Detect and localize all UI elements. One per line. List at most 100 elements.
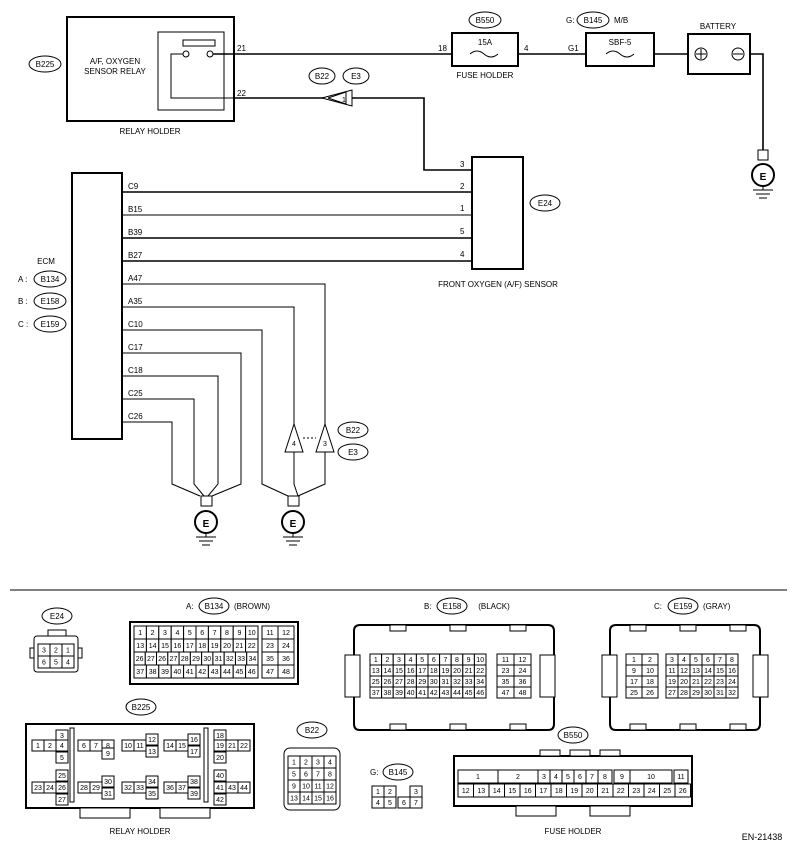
b225-pin-cell: [187, 733, 201, 746]
svg-text:18: 18: [438, 44, 447, 53]
b134-pin: 23: [266, 643, 274, 650]
b134-pin: 18: [198, 643, 206, 650]
e159-pin: 4: [682, 657, 686, 664]
b550-pin: 13: [477, 788, 485, 795]
e158-pin: 39: [395, 690, 403, 697]
b145-pin: 2: [388, 789, 392, 796]
svg-text:FUSE HOLDER: FUSE HOLDER: [457, 71, 514, 80]
b225-pin-cell: [145, 787, 159, 800]
svg-text:B550: B550: [564, 731, 583, 740]
e159-pin: 23: [716, 679, 724, 686]
svg-text:3: 3: [460, 160, 465, 169]
b550-pin: 14: [493, 788, 501, 795]
svg-text:5: 5: [460, 227, 465, 236]
b550-pin-cell: [629, 769, 673, 784]
e158-pin: 21: [465, 668, 473, 675]
svg-text:21: 21: [237, 44, 246, 53]
b134-pin: 11: [266, 630, 273, 637]
e24-pin: 6: [42, 660, 46, 667]
b225-pin: 20: [216, 755, 224, 762]
svg-text:RELAY HOLDER: RELAY HOLDER: [109, 827, 170, 836]
svg-text:BATTERY: BATTERY: [700, 22, 737, 31]
relay-contact-left: [182, 50, 190, 58]
e24-pin-cell: [61, 655, 75, 669]
e158-pin: 46: [476, 690, 484, 697]
b134-pin: 16: [174, 643, 182, 650]
relay-name-line1: A/F, OXYGEN: [90, 57, 140, 66]
svg-text:B134: B134: [205, 602, 224, 611]
b145-pin-cell: [383, 796, 397, 809]
b225-pin-cell: [145, 775, 159, 788]
e159-pin: 32: [728, 690, 736, 697]
b22-pin: 5: [292, 772, 296, 779]
e159-pin: 21: [692, 679, 700, 686]
e158-pin: 41: [418, 690, 426, 697]
e159-pin: 9: [632, 668, 636, 675]
b225-pin-cell: [145, 745, 159, 758]
svg-text:FUSE HOLDER: FUSE HOLDER: [545, 827, 602, 836]
svg-text:15A: 15A: [478, 38, 493, 47]
b550-pin: 11: [677, 774, 684, 781]
e159-pin: 17: [630, 679, 638, 686]
sbf-fuse-icon: [605, 50, 635, 58]
b550-tag: [557, 726, 589, 744]
b134-pin: 46: [248, 669, 256, 676]
b225-pin: 18: [216, 733, 224, 740]
b225-pin: 29: [92, 785, 100, 792]
e159-pin: 13: [692, 668, 700, 675]
b225-pin: 7: [94, 743, 98, 750]
e158-pin: 45: [465, 690, 473, 697]
e158-pin: 6: [432, 657, 436, 664]
svg-text:22: 22: [237, 89, 246, 98]
b225-pin: 16: [190, 737, 198, 744]
svg-text:B27: B27: [128, 251, 143, 260]
e159-pin: 3: [670, 657, 674, 664]
e158-pin: 48: [519, 690, 527, 697]
sbf-box: [585, 32, 655, 67]
e159-pin: 29: [692, 690, 700, 697]
e158-pin: 7: [443, 657, 447, 664]
svg-text:E24: E24: [50, 612, 65, 621]
b225-pin: 38: [190, 779, 198, 786]
svg-text:B22: B22: [315, 72, 330, 81]
svg-text:C18: C18: [128, 366, 143, 375]
b550-pin: 23: [632, 788, 640, 795]
e159-tag: [667, 597, 699, 615]
b225-pin-cell: [101, 775, 115, 788]
b225-pin: 43: [228, 785, 236, 792]
e158-pin: 20: [453, 668, 461, 675]
e24-pin: 3: [42, 648, 46, 655]
e24-pin: 2: [54, 648, 58, 655]
e158-pin: 13: [372, 668, 380, 675]
b134-pin: 33: [237, 656, 245, 663]
b225-pin: 3: [60, 733, 64, 740]
b550-pin: 8: [603, 774, 607, 781]
e24-pin: 5: [54, 660, 58, 667]
e158-pin: 28: [407, 679, 415, 686]
b225-pin-cell: [237, 781, 251, 794]
svg-text:G:: G:: [566, 16, 574, 25]
b550-pin: 16: [524, 788, 532, 795]
b134-pin: 35: [266, 656, 274, 663]
b225-pin: 33: [136, 785, 144, 792]
b550-pin: 15: [508, 788, 516, 795]
e158-pin: 40: [407, 690, 415, 697]
e158-pin: 31: [442, 679, 450, 686]
b134-pin: 3: [163, 630, 167, 637]
b225-pin: 22: [240, 743, 248, 750]
b225-pin: 40: [216, 773, 224, 780]
e158-pin: 43: [442, 690, 450, 697]
relay-name-line2: SENSOR RELAY: [84, 67, 146, 76]
joint-arrow-icon: [320, 89, 353, 107]
svg-text:E158: E158: [443, 602, 462, 611]
b225-pin: 21: [228, 743, 236, 750]
b225-pin: 31: [104, 791, 112, 798]
b225-pin: 14: [166, 743, 174, 750]
b22-pin: 7: [316, 772, 320, 779]
b134-pin: 13: [136, 643, 144, 650]
relay-holder-label: RELAY HOLDER: [119, 127, 180, 136]
b134-pin: 27: [147, 656, 155, 663]
e158-pin: 14: [384, 668, 392, 675]
e158-pin: 12: [519, 657, 527, 664]
